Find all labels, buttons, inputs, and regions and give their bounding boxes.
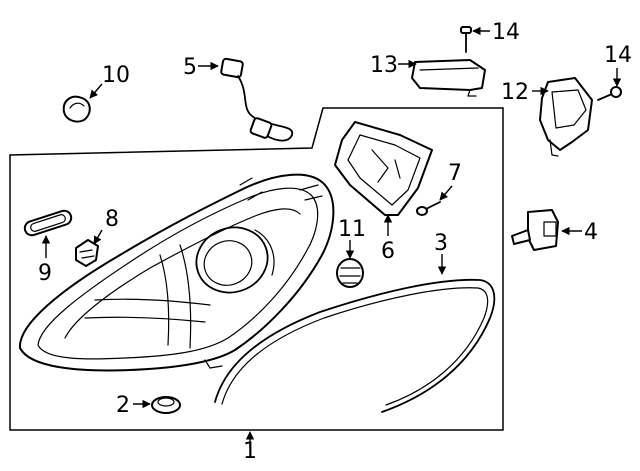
grommet-part bbox=[151, 396, 181, 414]
callout-1: 1 bbox=[243, 439, 257, 464]
callout-13: 13 bbox=[370, 53, 398, 78]
callout-6: 6 bbox=[381, 239, 395, 264]
callout-3: 3 bbox=[434, 231, 448, 256]
actuator-part bbox=[511, 209, 559, 251]
callout-7: 7 bbox=[448, 161, 462, 186]
callout-14-top: 14 bbox=[492, 20, 520, 45]
callout-14-right: 14 bbox=[604, 43, 632, 68]
leader-lines bbox=[41, 26, 622, 448]
headlamp-assembly bbox=[18, 173, 335, 372]
socket-part bbox=[75, 239, 99, 267]
harness-part bbox=[220, 57, 293, 142]
callout-10: 10 bbox=[102, 63, 130, 88]
seal-strip bbox=[214, 278, 496, 413]
callout-4: 4 bbox=[584, 220, 598, 245]
callout-12: 12 bbox=[501, 80, 529, 105]
bracket-part bbox=[334, 121, 433, 216]
module-part bbox=[411, 59, 486, 97]
callout-9: 9 bbox=[38, 261, 52, 286]
reflector-part bbox=[23, 209, 73, 237]
callout-5: 5 bbox=[183, 55, 197, 80]
assembly-frame bbox=[9, 107, 504, 431]
bulb-part bbox=[62, 95, 91, 123]
screw-part bbox=[416, 201, 441, 216]
control-unit-part bbox=[539, 77, 593, 157]
callout-11: 11 bbox=[338, 217, 366, 242]
bolt-top-part bbox=[460, 26, 472, 53]
callout-2: 2 bbox=[116, 393, 130, 418]
cap-part bbox=[336, 258, 364, 288]
bolt-right-part bbox=[597, 86, 622, 101]
callout-8: 8 bbox=[105, 207, 119, 232]
